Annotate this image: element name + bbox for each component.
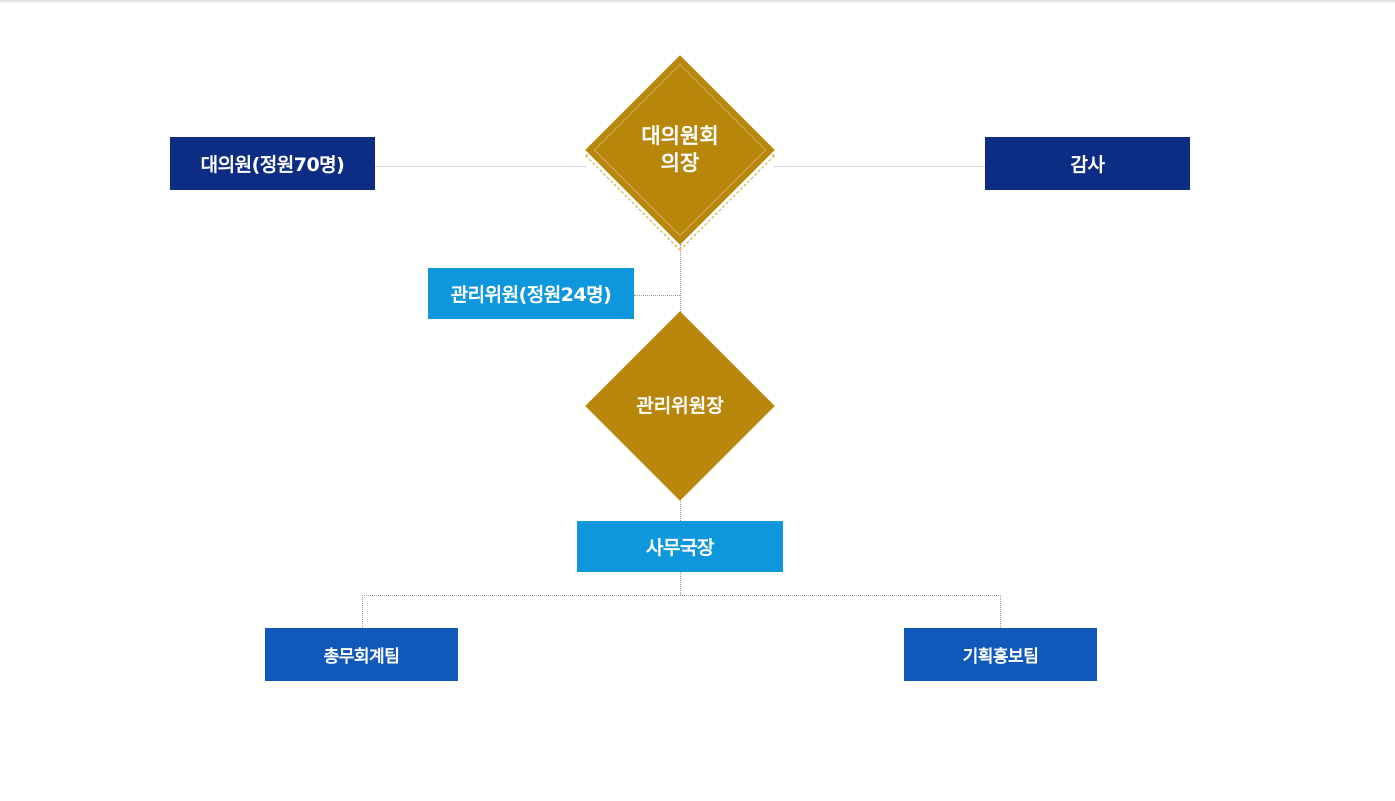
connector-general-affairs-team: [362, 595, 363, 628]
top-shadow: [0, 0, 1395, 4]
connector-secretary-down: [680, 572, 681, 595]
management-chair-label: 관리위원장: [585, 311, 775, 501]
connector-chair-auditor: [773, 166, 985, 167]
connector-management-members: [634, 295, 680, 296]
delegates-box: 대의원(정원70명): [170, 137, 375, 190]
secretary-general-box: 사무국장: [577, 521, 783, 572]
connector-planning-pr-team: [1000, 595, 1001, 628]
management-members-label: 관리위원(정원24명): [450, 284, 612, 306]
chair-label: 대의원회 의장: [585, 55, 775, 245]
general-affairs-team-box: 총무회계팀: [265, 628, 458, 681]
connector-management-chair-secretary: [680, 500, 681, 521]
general-affairs-team-label: 총무회계팀: [323, 647, 400, 667]
chair-label-line1: 대의원회: [641, 124, 719, 148]
secretary-general-label: 사무국장: [646, 537, 714, 559]
delegates-label: 대의원(정원70명): [200, 154, 345, 176]
auditor-label: 감사: [1070, 154, 1105, 176]
management-chair-label-text: 관리위원장: [636, 394, 724, 417]
planning-pr-team-label: 기획홍보팀: [962, 647, 1039, 667]
chair-label-line2: 의장: [660, 151, 700, 175]
chair-diamond: 대의원회 의장: [585, 55, 775, 251]
auditor-box: 감사: [985, 137, 1190, 190]
connector-delegates-chair: [375, 166, 587, 167]
management-members-box: 관리위원(정원24명): [428, 268, 634, 319]
connector-chair-management-chair: [680, 244, 681, 312]
management-chair-diamond: 관리위원장: [585, 311, 775, 501]
connector-teams-horizontal: [362, 595, 1001, 596]
planning-pr-team-box: 기획홍보팀: [904, 628, 1097, 681]
